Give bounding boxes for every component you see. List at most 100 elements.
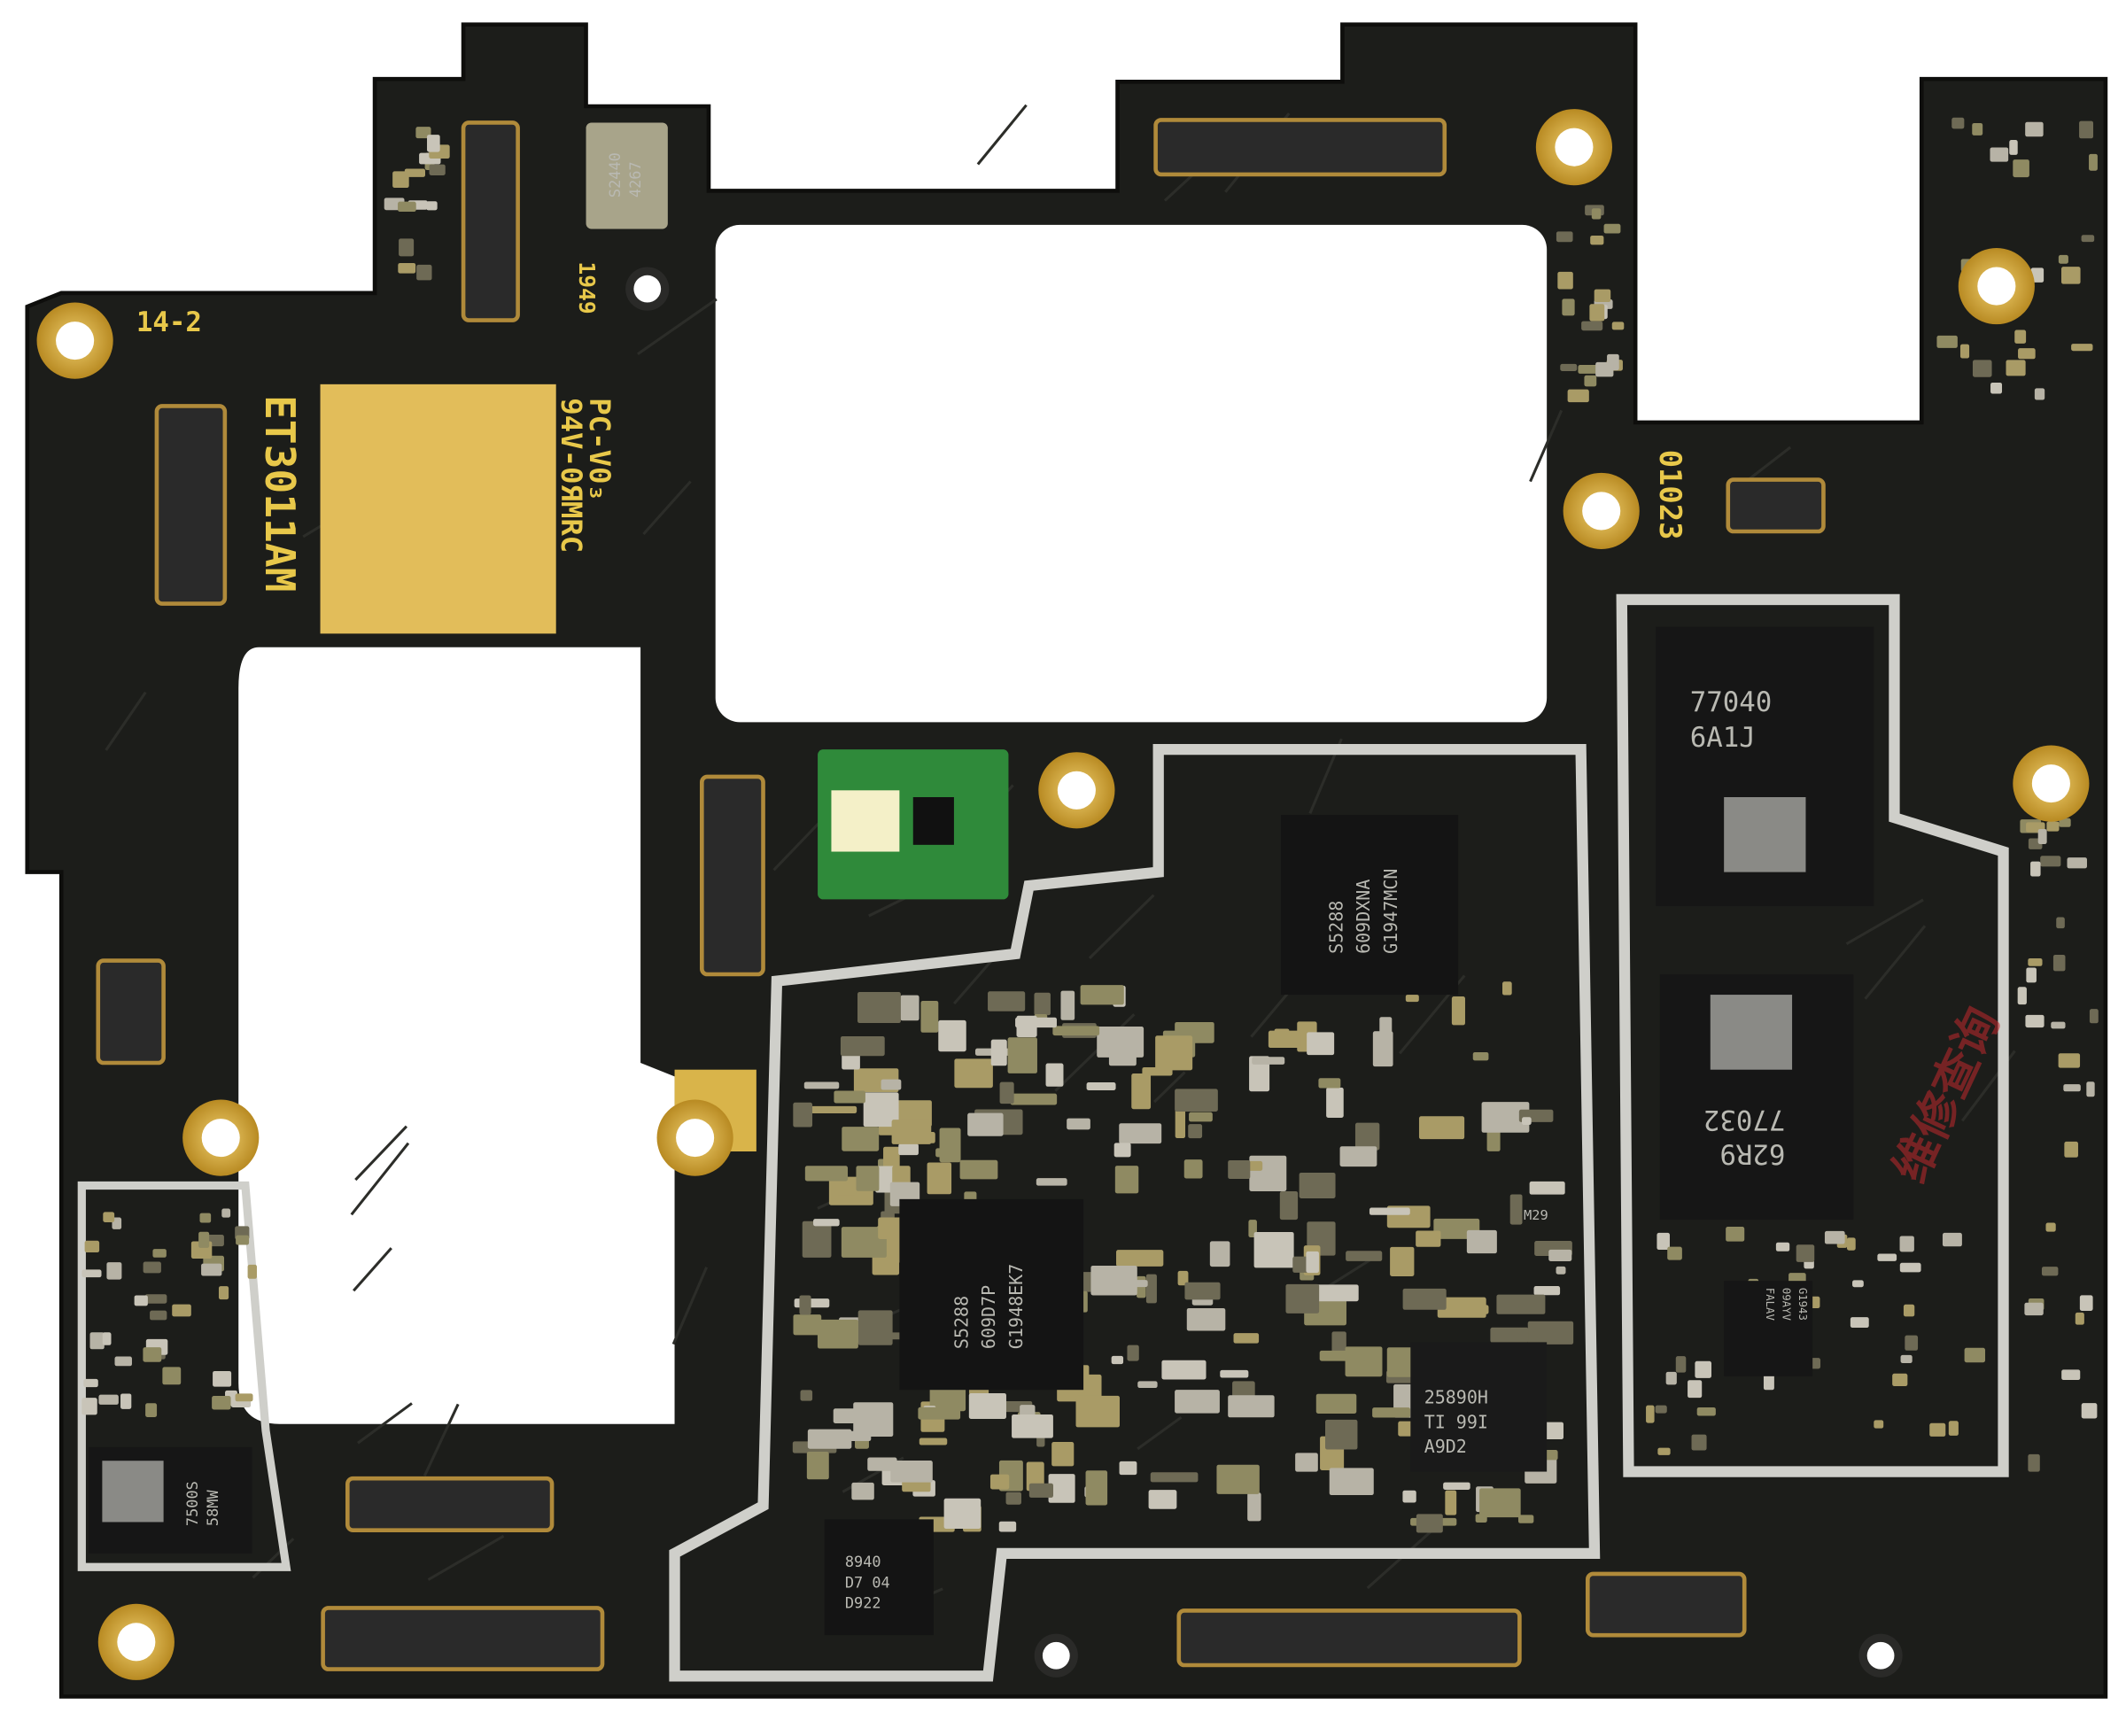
sensor-chip — [912, 797, 954, 845]
smd-component — [1517, 1515, 1534, 1523]
smd-component — [2028, 1453, 2040, 1472]
smd-component — [989, 1474, 1010, 1490]
smd-component — [1481, 1102, 1530, 1133]
smd-component — [2061, 267, 2081, 284]
smd-component — [2040, 856, 2061, 867]
smd-component — [799, 1295, 811, 1315]
smd-component — [2081, 1403, 2098, 1419]
mounting-hole — [201, 1119, 240, 1158]
smd-component — [2017, 987, 2027, 1005]
chip-marking: 609D7P — [978, 1285, 999, 1349]
smd-component — [1655, 1405, 1667, 1414]
smd-component — [856, 1166, 880, 1191]
connector — [1176, 1608, 1522, 1668]
smd-component — [2079, 1295, 2093, 1311]
connectors — [96, 118, 1826, 1671]
smd-component — [1150, 1472, 1199, 1483]
smd-component — [1475, 1514, 1487, 1523]
pcb-trace — [1137, 1415, 1183, 1451]
connector — [154, 404, 228, 606]
chip-qr — [102, 1461, 164, 1523]
smd-component — [1137, 1275, 1146, 1298]
smd-component — [1372, 1407, 1411, 1418]
smd-component — [1416, 1514, 1443, 1533]
chip-marking: D922 — [845, 1593, 881, 1611]
pcb-trace — [350, 1142, 410, 1216]
smd-component — [201, 1263, 222, 1276]
smd-component — [415, 127, 431, 139]
chip-marking: 77040 — [1690, 686, 1773, 718]
mounting-hole — [1866, 1641, 1895, 1670]
smd-component — [1405, 994, 1419, 1003]
smd-component — [803, 1081, 840, 1089]
smd-component — [1522, 1117, 1532, 1126]
smd-component — [1137, 1381, 1158, 1389]
smd-component — [1177, 1270, 1189, 1286]
smd-component — [1905, 1335, 1919, 1351]
smd-component — [1326, 1087, 1344, 1118]
smd-component — [1527, 1321, 1574, 1345]
smd-component — [1161, 1360, 1207, 1380]
smd-component — [1567, 389, 1589, 403]
smd-component — [1496, 1294, 1546, 1314]
smd-component — [2041, 1267, 2059, 1276]
smd-component — [1595, 361, 1614, 377]
smd-component — [83, 1378, 98, 1388]
smd-component — [398, 262, 416, 274]
smd-component — [2014, 329, 2027, 344]
smd-component — [1657, 1447, 1671, 1455]
smd-component — [1036, 1178, 1067, 1186]
mounting-hole — [117, 1623, 156, 1662]
smd-component — [1466, 1229, 1497, 1254]
smd-component — [1589, 304, 1605, 322]
silk-board-code: 01023 — [1653, 450, 1688, 540]
smd-component — [1874, 1420, 1884, 1429]
smd-component — [1533, 1286, 1561, 1296]
smd-component — [1249, 1155, 1287, 1191]
smd-component — [81, 1398, 97, 1415]
smd-component — [2089, 153, 2098, 171]
smd-component — [1590, 235, 1604, 245]
smd-component — [1307, 1032, 1335, 1056]
pcb-trace — [354, 1125, 408, 1182]
smd-component — [857, 1310, 893, 1345]
smd-component — [804, 1166, 849, 1182]
smd-component — [1186, 1307, 1226, 1331]
crystal-marking: S2440 — [606, 152, 624, 198]
smd-component — [2037, 828, 2047, 844]
smd-component — [2030, 861, 2041, 877]
pcb-trace — [637, 298, 718, 355]
smd-component — [236, 1235, 250, 1245]
smd-component — [1369, 1207, 1410, 1215]
mounting-hole — [633, 275, 662, 303]
smd-component — [1942, 1232, 1962, 1247]
smd-component — [1007, 1037, 1037, 1073]
mounting-hole — [676, 1119, 715, 1158]
smd-component — [920, 1000, 939, 1033]
smd-component — [1501, 981, 1512, 996]
smd-component — [1490, 1327, 1529, 1343]
smd-component — [1675, 1356, 1687, 1373]
smd-component — [1665, 1371, 1677, 1385]
chip-marking: 77032 — [1703, 1104, 1786, 1135]
smd-component — [426, 201, 438, 211]
smd-component — [834, 1090, 865, 1104]
smd-component — [1584, 375, 1597, 387]
smd-component — [1472, 1051, 1489, 1061]
pcb-trace — [1088, 894, 1155, 959]
smd-component — [1959, 344, 1970, 359]
chip-marking: 09AYV — [1780, 1288, 1792, 1321]
crystal-marking: 4267 — [626, 161, 644, 198]
smd-component — [1667, 1246, 1682, 1260]
smd-component — [1329, 1468, 1374, 1496]
smd-component — [2051, 1021, 2066, 1029]
smd-component — [1416, 1230, 1441, 1247]
smd-component — [1188, 1124, 1203, 1139]
smd-component — [1012, 1414, 1053, 1438]
smd-component — [1339, 1146, 1377, 1167]
rf-shield — [1616, 593, 2009, 1477]
smd-component — [1479, 1488, 1521, 1518]
smd-component — [2034, 388, 2045, 400]
chip-marker-label: M29 — [1524, 1207, 1548, 1223]
smd-component — [1325, 1419, 1358, 1450]
